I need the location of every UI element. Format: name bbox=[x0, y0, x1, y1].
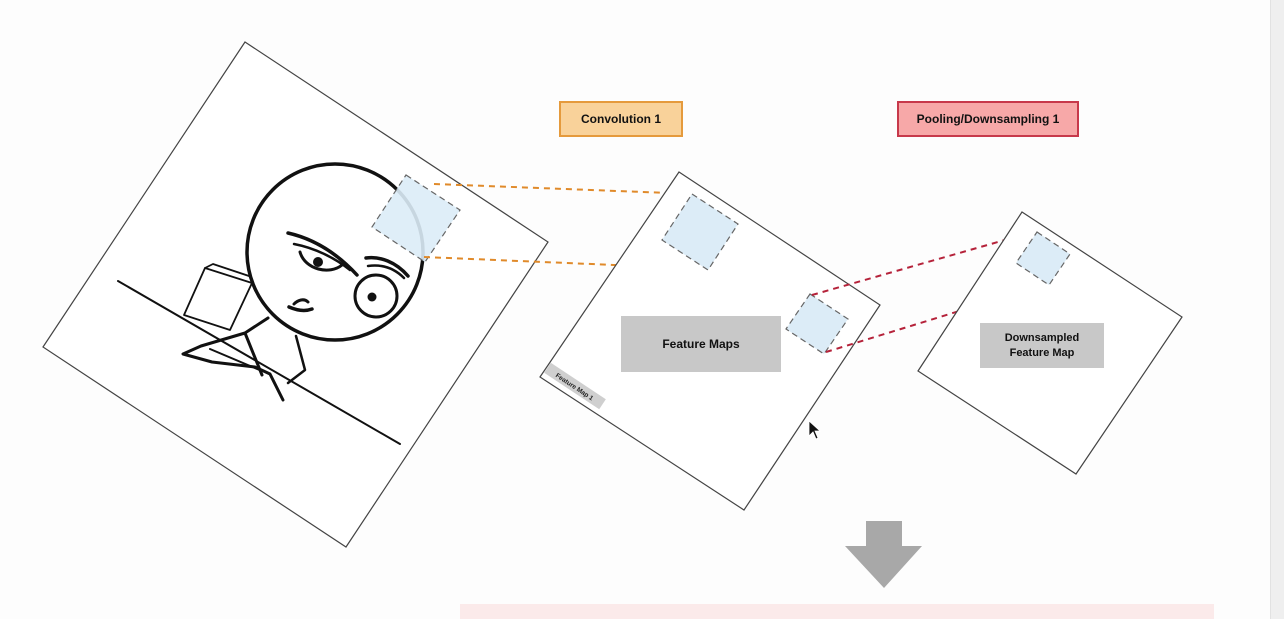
feature-maps-box bbox=[621, 316, 781, 372]
downsampled-patch bbox=[1015, 231, 1071, 286]
down-arrow-icon bbox=[845, 521, 922, 588]
convolution-arrows bbox=[423, 183, 711, 270]
vertical-scrollbar[interactable] bbox=[1270, 0, 1284, 619]
pooling-label-box bbox=[897, 101, 1079, 137]
downsampled-box bbox=[980, 323, 1104, 368]
pooling-label: Pooling/Downsampling 1 bbox=[917, 112, 1060, 126]
downsampled-label-line2: Feature Map bbox=[1010, 347, 1075, 359]
convolution-label-box bbox=[559, 101, 683, 137]
input-patch bbox=[371, 174, 461, 263]
convolution-label: Convolution 1 bbox=[581, 112, 661, 126]
mouse-pointer-icon bbox=[808, 420, 822, 440]
downsampled-label-line1: Downsampled bbox=[1005, 332, 1080, 344]
feature-map-patch-right bbox=[785, 293, 849, 355]
feature-map-patch-top bbox=[661, 193, 739, 271]
feature-maps-label: Feature Maps bbox=[662, 337, 740, 351]
next-slide-panel bbox=[460, 604, 1214, 619]
